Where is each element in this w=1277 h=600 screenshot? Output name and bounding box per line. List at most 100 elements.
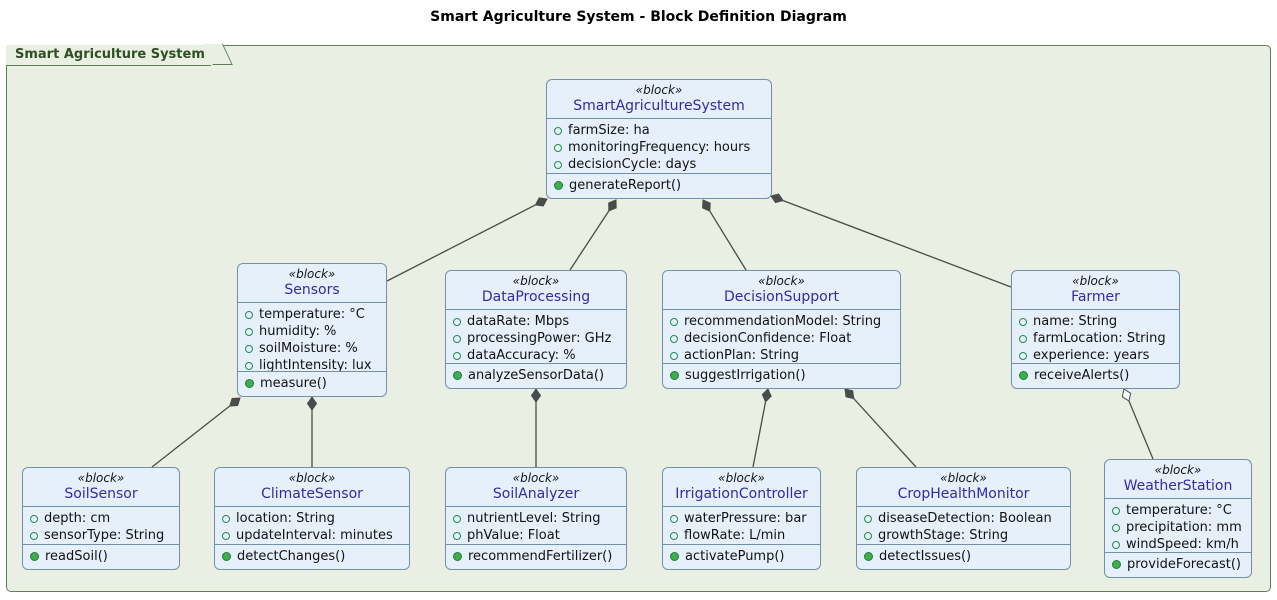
block-header: «block»SoilSensor [23,468,179,506]
composition-diamond-icon [534,197,548,207]
attribute-row: lightIntensity: lux [238,357,386,371]
block-header: «block»WeatherStation [1105,460,1251,498]
attribute-circle-icon [864,531,872,540]
block-name: SoilAnalyzer [492,486,580,502]
block-attributes: diseaseDetection: Boolean growthStage: St… [857,506,1070,544]
attribute-circle-icon [670,317,678,326]
attribute-text: farmSize: ha [568,123,650,138]
attribute-text: location: String [236,511,335,526]
block-operations: readSoil() [23,544,179,569]
block-stereotype: «block» [288,267,336,281]
attribute-row: decisionConfidence: Float [663,330,900,347]
attribute-row: updateInterval: minutes [215,527,409,544]
attribute-circle-icon [1019,351,1027,360]
attribute-row: humidity: % [238,323,386,340]
operation-circle-icon [245,379,254,388]
block-operations: measure() [238,371,386,396]
attribute-row: location: String [215,510,409,527]
attribute-row: diseaseDetection: Boolean [857,510,1070,527]
aggregation-diamond-icon [1121,388,1132,402]
block-header: «block»DataProcessing [446,271,626,309]
attribute-text: growthStage: String [878,528,1009,543]
attribute-text: decisionConfidence: Float [684,331,852,346]
attribute-circle-icon [554,160,562,169]
attribute-circle-icon [670,351,678,360]
attribute-circle-icon [453,334,461,343]
block-operations: activatePump() [663,544,820,569]
block-operations: suggestIrrigation() [663,363,900,388]
attribute-text: windSpeed: km/h [1126,537,1239,552]
block-operations: analyzeSensorData() [446,363,626,388]
diagram-title: Smart Agriculture System - Block Definit… [430,9,847,25]
block-stereotype: «block» [77,471,125,485]
block-header: «block»DecisionSupport [663,271,900,309]
operation-circle-icon [453,371,462,380]
attribute-circle-icon [245,310,253,319]
attribute-circle-icon [453,317,461,326]
attribute-circle-icon [554,143,562,152]
attribute-row: decisionCycle: days [547,156,771,173]
attribute-circle-icon [245,361,253,370]
block-name: IrrigationController [675,486,808,502]
connector-SmartAgricultureSystem-Farmer [782,200,1012,288]
block-header: «block»SmartAgricultureSystem [547,80,771,118]
attribute-text: depth: cm [44,511,111,526]
block-stereotype: «block» [1154,463,1202,477]
block-operations: receiveAlerts() [1012,363,1179,388]
attribute-circle-icon [453,514,461,523]
attribute-row: processingPower: GHz [446,330,626,347]
block-name: ClimateSensor [261,486,363,502]
block-name: DecisionSupport [724,289,839,305]
operation-circle-icon [222,552,231,561]
connector-DecisionSupport-CropHealthMonitor [853,398,917,468]
operation-text: suggestIrrigation() [685,368,806,383]
operation-row: analyzeSensorData() [446,367,626,384]
operation-row: suggestIrrigation() [663,367,900,384]
operation-text: activatePump() [685,549,785,564]
block-name: Sensors [284,282,340,298]
attribute-row: sensorType: String [23,527,179,544]
operation-text: provideForecast() [1127,557,1241,572]
connector-DecisionSupport-IrrigationController [752,401,767,468]
operation-text: detectIssues() [879,549,972,564]
operation-circle-icon [864,552,873,561]
block-name: WeatherStation [1123,478,1233,494]
block-name: Farmer [1071,289,1120,305]
connector-Sensors-SoilSensor [151,405,231,468]
connector-SmartAgricultureSystem-Sensors [386,204,536,282]
operation-text: readSoil() [45,549,108,564]
block-stereotype: «block» [635,83,683,97]
composition-diamond-icon [844,388,855,400]
block-header: «block»SoilAnalyzer [446,468,626,506]
attribute-text: dataRate: Mbps [467,314,570,329]
operation-text: analyzeSensorData() [468,368,605,383]
frame-tab: Smart Agriculture System [6,45,211,66]
attribute-text: name: String [1033,314,1118,329]
block-operations: detectChanges() [215,544,409,569]
attribute-circle-icon [222,514,230,523]
composition-diamond-icon [761,388,772,403]
operation-text: measure() [260,376,327,391]
attribute-circle-icon [245,344,253,353]
operation-row: recommendFertilizer() [446,548,626,565]
block-operations: recommendFertilizer() [446,544,626,569]
block-operations: generateReport() [547,173,771,198]
attribute-text: actionPlan: String [684,348,799,363]
block-stereotype: «block» [512,274,560,288]
attribute-row: monitoringFrequency: hours [547,139,771,156]
attribute-circle-icon [30,514,38,523]
attribute-text: diseaseDetection: Boolean [878,511,1052,526]
block-header: «block»Farmer [1012,271,1179,309]
operation-row: provideForecast() [1105,556,1251,573]
